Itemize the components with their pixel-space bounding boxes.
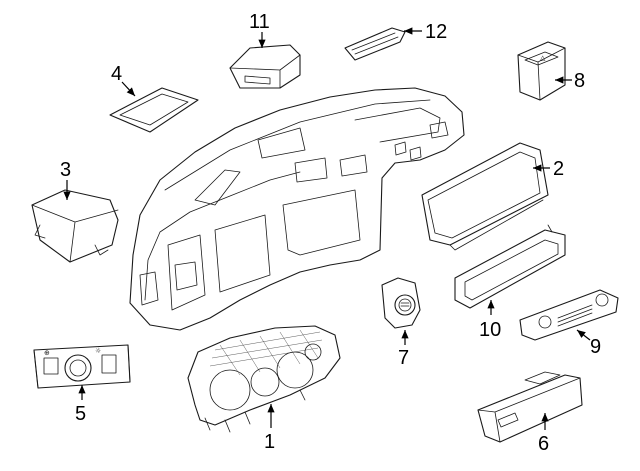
callout-2: 2	[553, 158, 564, 180]
callout-8: 8	[574, 70, 585, 92]
audio-trim	[454, 224, 566, 309]
display-screen	[421, 142, 549, 251]
instrument-panel	[129, 87, 465, 331]
callout-leaders	[63, 27, 591, 430]
callout-1: 1	[264, 431, 275, 453]
control-module-top	[229, 44, 301, 89]
switch-panel-lower	[477, 371, 583, 443]
callout-7: 7	[398, 347, 409, 369]
callout-12: 12	[425, 21, 447, 43]
switch-strip	[344, 27, 406, 61]
instrument-cluster	[187, 325, 341, 433]
hazard-switch: △	[517, 41, 566, 101]
headlamp-switch: ⊕ ☼	[33, 344, 131, 389]
callout-6: 6	[538, 433, 549, 455]
storage-tray	[109, 87, 199, 133]
svg-text:☼: ☼	[95, 347, 101, 355]
climate-control-panel	[519, 289, 619, 341]
callout-10: 10	[479, 319, 501, 341]
svg-text:△: △	[540, 54, 546, 62]
callout-3: 3	[60, 159, 71, 181]
callout-11: 11	[249, 11, 270, 33]
callout-9: 9	[590, 336, 601, 358]
start-stop-button	[381, 277, 421, 329]
callout-labels: 1 2 3 4 5 6 7 8 9 10 11 12	[60, 11, 601, 455]
callout-5: 5	[75, 403, 86, 425]
callout-4: 4	[111, 63, 122, 85]
svg-text:⊕: ⊕	[44, 349, 50, 357]
passenger-module	[31, 189, 119, 263]
